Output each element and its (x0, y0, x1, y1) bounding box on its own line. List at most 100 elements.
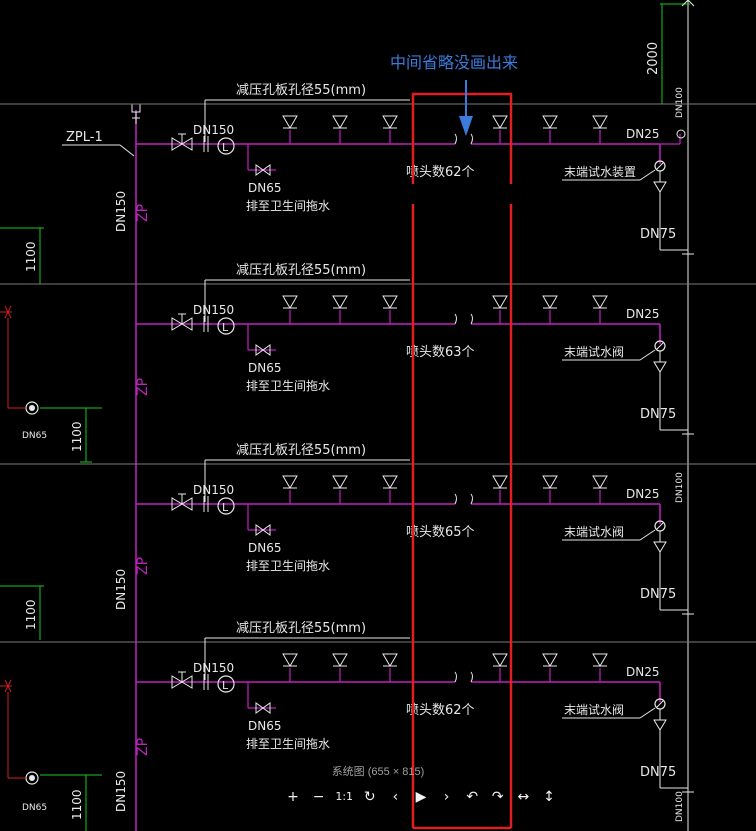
flow-switch-letter: L (222, 501, 229, 514)
gate-valve-icon (171, 133, 193, 151)
sprinkler-count-label: 喷头数62个 (406, 703, 475, 718)
branch-dn150-label: DN150 (193, 123, 234, 137)
terminal-device-label: 末端试水阀 (564, 344, 624, 359)
right-riser-dn100-label-3: DN100 (675, 791, 685, 822)
flip-vertical-button[interactable]: ↕ (538, 784, 560, 810)
pipe-break-left (454, 313, 457, 325)
riser-label: ZPL-1 (66, 130, 103, 145)
chevron-left-icon: ‹ (392, 789, 399, 805)
drain-dn65-label: DN65 (248, 541, 282, 555)
flow-switch-icon: L (217, 317, 235, 335)
riser-dn150-label-middle: DN150 (114, 569, 128, 610)
zoom-out-button[interactable]: − (308, 784, 330, 810)
viewer-toolbar: +−1:1↻ ‹ ▶ ›↶ ↷ ↔ ↕ (0, 784, 756, 810)
pipe-break-left (454, 493, 457, 505)
sprinkler-head-icon (382, 475, 398, 504)
dn75-label: DN75 (640, 765, 676, 780)
drain-valve-icon (255, 524, 271, 536)
next-button[interactable]: › (436, 784, 458, 810)
top-dimension: 2000 (646, 0, 695, 105)
flip-horizontal-icon: ↔ (517, 789, 530, 805)
terminal-device-label: 末端试水装置 (564, 164, 636, 179)
drain-destination-label: 排至卫生间拖水 (246, 737, 330, 751)
dn25-label: DN25 (626, 487, 660, 501)
right-riser-dn100-label-2: DN100 (675, 472, 685, 503)
sprinkler-head-icon (282, 295, 298, 324)
refresh-button[interactable]: ↻ (359, 784, 381, 810)
sprinkler-head-icon (332, 115, 348, 144)
flow-switch-letter: L (222, 321, 229, 334)
floor-4: 减压孔板孔径55(mm)LDN150DN65排至卫生间拖水喷头数62个DN25末… (0, 621, 756, 793)
orifice-label: 减压孔板孔径55(mm) (236, 621, 366, 636)
flow-switch-icon: L (217, 137, 235, 155)
terminal-test-valve-icon (653, 160, 667, 214)
sprinkler-head-icon (492, 475, 508, 504)
top-terminal-connection (660, 129, 686, 145)
pipe-break-right (470, 313, 473, 325)
drain-valve-icon (255, 164, 271, 176)
riser-zp-label-3: ZP (135, 557, 151, 575)
rotate-right-button[interactable]: ↷ (487, 784, 509, 810)
previous-button[interactable]: ‹ (384, 784, 406, 810)
sprinkler-count-label: 喷头数62个 (406, 165, 475, 180)
minus-icon: − (312, 789, 325, 805)
left-dn65-label-2: DN65 (22, 803, 47, 813)
rotate-left-button[interactable]: ↶ (461, 784, 483, 810)
drain-dn65-label: DN65 (248, 361, 282, 375)
drain-destination-label: 排至卫生间拖水 (246, 559, 330, 573)
actual-size-button[interactable]: 1:1 (333, 784, 355, 810)
left-dimension-value-4: 1100 (70, 789, 84, 820)
sprinkler-head-icon (492, 115, 508, 144)
sprinkler-head-icon (492, 653, 508, 682)
sprinkler-count-label: 喷头数65个 (406, 525, 475, 540)
sprinkler-count-label: 喷头数63个 (406, 345, 475, 360)
play-icon: ▶ (415, 789, 427, 805)
riser-dn150-label-lower: DN150 (114, 771, 128, 812)
branch-dn150-label: DN150 (193, 661, 234, 675)
gate-valve-icon (171, 493, 193, 511)
pipe-break-left (454, 671, 457, 683)
gate-valve-icon (171, 313, 193, 331)
dn25-label: DN25 (626, 665, 660, 679)
terminal-device-label: 末端试水阀 (564, 524, 624, 539)
sprinkler-head-icon (332, 475, 348, 504)
sprinkler-head-icon (382, 653, 398, 682)
drain-destination-label: 排至卫生间拖水 (246, 199, 330, 213)
zoom-in-button[interactable]: + (282, 784, 304, 810)
omission-annotation-text: 中间省略没画出来 (390, 53, 518, 72)
branch-dn150-label: DN150 (193, 303, 234, 317)
pipe-break-left (454, 133, 457, 145)
floor-1: 减压孔板孔径55(mm)LDN150DN65排至卫生间拖水喷头数62个DN25末… (0, 83, 756, 255)
flow-switch-icon: L (217, 497, 235, 515)
left-red-symbol-2 (0, 679, 12, 778)
orifice-label: 减压孔板孔径55(mm) (236, 443, 366, 458)
flow-switch-icon: L (217, 675, 235, 693)
rotate-right-icon: ↷ (491, 789, 504, 805)
sprinkler-head-icon (282, 115, 298, 144)
top-dimension-value: 2000 (646, 42, 661, 75)
terminal-test-valve-icon (653, 698, 667, 752)
omission-highlight (411, 92, 513, 830)
riser-dn150-label-upper: DN150 (114, 191, 128, 232)
sprinkler-head-icon (592, 653, 608, 682)
sprinkler-head-icon (542, 115, 558, 144)
sprinkler-head-icon (382, 115, 398, 144)
drain-dn65-label: DN65 (248, 719, 282, 733)
sprinkler-head-icon (542, 653, 558, 682)
dn75-label: DN75 (640, 587, 676, 602)
floors-layer: 减压孔板孔径55(mm)LDN150DN65排至卫生间拖水喷头数62个DN25末… (0, 83, 756, 793)
left-dimension-2: 1100 (40, 407, 102, 463)
drain-destination-label: 排至卫生间拖水 (246, 379, 330, 393)
terminal-leader-angle (639, 169, 656, 181)
sprinkler-head-icon (542, 475, 558, 504)
annotation-arrow-icon (459, 80, 473, 136)
sprinkler-head-icon (282, 475, 298, 504)
dn75-label: DN75 (640, 407, 676, 422)
left-drain-valve-1-icon (8, 401, 39, 415)
play-button[interactable]: ▶ (410, 784, 432, 810)
branch-dn150-label: DN150 (193, 483, 234, 497)
pipe-break-right (470, 671, 473, 683)
flip-horizontal-button[interactable]: ↔ (512, 784, 534, 810)
